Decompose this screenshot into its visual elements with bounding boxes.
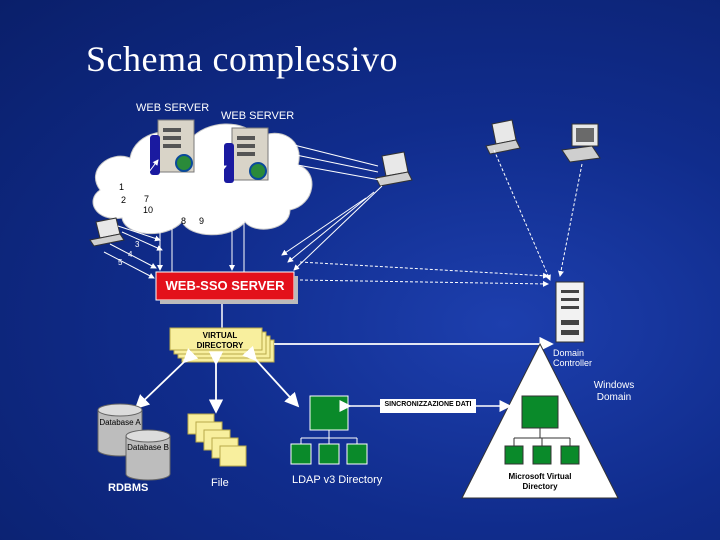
sync-label: SINCRONIZZAZIONE DATI bbox=[384, 401, 472, 408]
laptop-top-icon bbox=[485, 119, 521, 155]
web-server-1-label: WEB SERVER bbox=[136, 102, 210, 114]
virtual-directory-label: VIRTUAL DIRECTORY bbox=[196, 331, 244, 350]
sync-arrow bbox=[339, 399, 512, 413]
sso-server-label: WEB-SSO SERVER bbox=[165, 278, 285, 293]
ldap-directory-icon bbox=[290, 395, 368, 465]
sso-server-box bbox=[155, 271, 295, 301]
file-folders-icon bbox=[187, 413, 247, 467]
domain-controller-label: Domain Controller bbox=[553, 348, 593, 368]
desktop-pc-icon bbox=[561, 123, 601, 163]
web-server-2-icon bbox=[224, 127, 269, 183]
rdbms-label: RDBMS bbox=[108, 482, 149, 494]
step-4: 4 bbox=[128, 250, 133, 259]
ms-directory-icon bbox=[504, 395, 580, 465]
windows-domain-label: Windows Domain bbox=[593, 380, 635, 403]
domain-controller-icon bbox=[555, 281, 585, 343]
step-2: 2 bbox=[121, 195, 127, 205]
page-title: Schema complessivo bbox=[86, 39, 398, 79]
step-9: 9 bbox=[199, 216, 205, 226]
step-8: 8 bbox=[181, 216, 187, 226]
database-a-label: Database A bbox=[99, 418, 141, 427]
web-server-2-label: WEB SERVER bbox=[221, 110, 295, 122]
laptop-mid-icon bbox=[375, 151, 413, 187]
step-7: 7 bbox=[144, 194, 150, 204]
step-1: 1 bbox=[119, 182, 125, 192]
laptop-left-icon bbox=[89, 217, 125, 247]
ldap-label: LDAP v3 Directory bbox=[292, 474, 383, 486]
file-label: File bbox=[211, 477, 229, 489]
database-b-icon bbox=[125, 429, 171, 481]
ms-virtual-directory-label: Microsoft Virtual Directory bbox=[508, 472, 572, 491]
step-5: 5 bbox=[118, 258, 123, 267]
step-10: 10 bbox=[143, 205, 154, 215]
database-b-label: Database B bbox=[127, 443, 169, 452]
web-server-1-icon bbox=[150, 119, 195, 175]
step-3: 3 bbox=[135, 240, 140, 249]
